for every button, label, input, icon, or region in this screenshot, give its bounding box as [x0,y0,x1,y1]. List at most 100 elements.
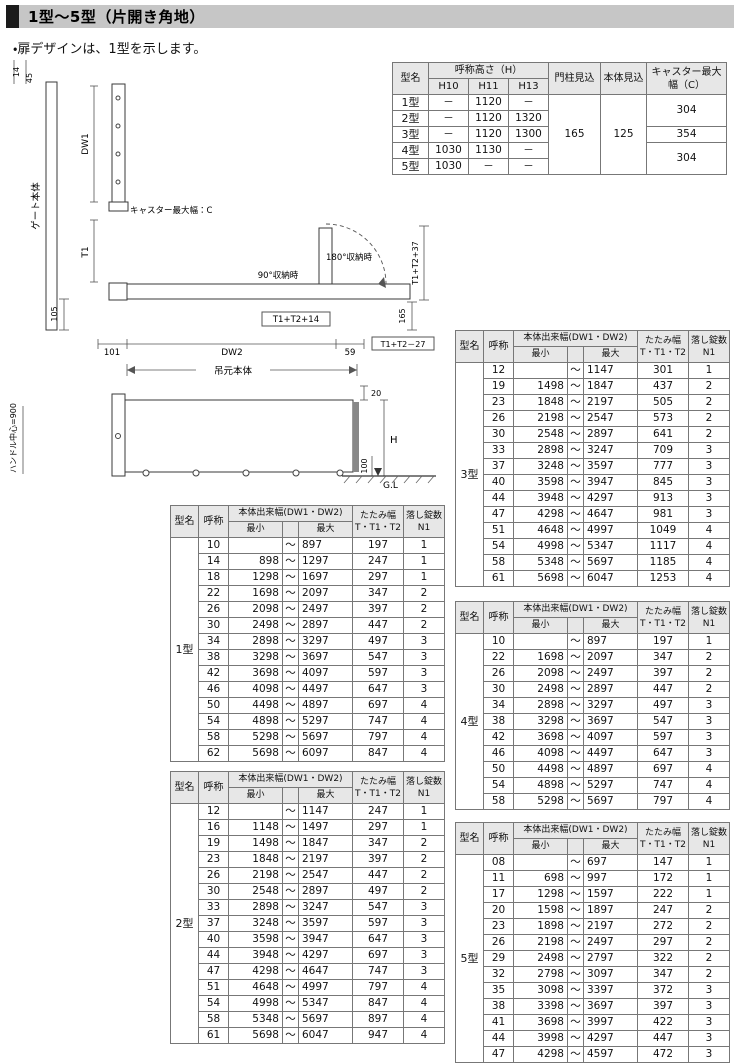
width-min-cell: 2548 [513,426,568,443]
col-name: 呼称 [483,330,514,363]
width-max-cell: 3097 [583,966,638,983]
width-max-cell: 5697 [583,554,638,571]
lock-count-cell: 2 [402,867,445,884]
range-separator: ～ [567,854,584,871]
size-code-cell: 30 [483,681,514,698]
size-code-cell: 18 [198,569,229,586]
lock-count-cell: 3 [687,982,730,999]
size-code-cell: 58 [198,1011,229,1028]
h11-cell: － [468,158,509,175]
lock-count-cell: 4 [402,995,445,1012]
width-min-cell: 1898 [513,918,568,935]
width-min-cell: 4298 [228,963,283,980]
caster-note-label: キャスター最大幅：C [130,205,213,216]
size-code-cell: 34 [483,697,514,714]
lock-count-cell: 3 [402,633,445,650]
size-code-cell: 30 [198,883,229,900]
range-separator: ～ [567,793,584,810]
size-table-type4: 型名 呼称 本体出来幅(DW1・DW2) たたみ幅 T・T1・T2 落し錠数 N… [455,601,730,810]
lock-count-cell: 3 [687,745,730,762]
lock-count-cell: 1 [402,819,445,836]
width-min-cell: 4648 [228,979,283,996]
size-code-cell: 54 [198,713,229,730]
caster-wheel [142,469,150,477]
lock-count-cell: 4 [402,729,445,746]
spec-col-h10: H10 [428,78,469,95]
size-code-cell: 41 [483,1014,514,1031]
size-code-cell: 37 [198,915,229,932]
size-code-cell: 40 [198,931,229,948]
width-max-cell: 2897 [298,617,353,634]
fold-width-cell: 197 [637,633,689,650]
size-code-cell: 58 [198,729,229,746]
model-name-cell: 4型 [455,633,484,810]
width-min-cell: 3098 [513,982,568,999]
size-table-type1: 型名 呼称 本体出来幅(DW1・DW2) たたみ幅 T・T1・T2 落し錠数 N… [170,505,445,762]
fold-width-cell: 777 [637,458,689,475]
fold-width-cell: 981 [637,506,689,523]
h10-cell: 1030 [428,158,469,175]
col-locks-line2: N1 [417,788,431,799]
col-name: 呼称 [198,771,229,804]
col-width: 本体出来幅(DW1・DW2) [228,771,353,788]
range-separator: ～ [282,995,299,1012]
lock-count-cell: 2 [402,883,445,900]
t1t2-37-label: T1+T2+37 [411,241,420,286]
width-min-cell: 2498 [228,617,283,634]
fold-width-cell: 547 [637,713,689,730]
size-code-cell: 10 [483,633,514,650]
lock-count-cell: 2 [687,426,730,443]
lock-count-cell: 1 [687,362,730,379]
width-min-cell: 2198 [513,934,568,951]
size-code-cell: 38 [483,998,514,1015]
size-code-cell: 26 [198,601,229,618]
col-locks: 落し錠数 N1 [687,822,730,855]
range-separator: ～ [567,394,584,411]
fold-width-cell: 447 [352,617,404,634]
range-separator: ～ [567,729,584,746]
size-table-head: 型名 呼称 本体出来幅(DW1・DW2) たたみ幅 T・T1・T2 落し錠数 N… [170,771,445,804]
width-max-cell: 1147 [583,362,638,379]
width-max-cell: 3697 [583,998,638,1015]
col-min: 最小 [513,617,568,634]
range-separator: ～ [567,886,584,903]
h10-cell: － [428,94,469,111]
range-separator: ～ [567,442,584,459]
range-separator: ～ [567,410,584,427]
width-min-cell [513,362,568,379]
width-min-cell: 1148 [228,819,283,836]
width-min-cell: 3298 [228,649,283,666]
col-width: 本体出来幅(DW1・DW2) [513,822,638,839]
width-min-cell: 2498 [513,950,568,967]
fold-width-cell: 647 [352,931,404,948]
width-max-cell: 5347 [298,995,353,1012]
fold-width-cell: 597 [352,915,404,932]
fold-width-cell: 297 [637,934,689,951]
width-min-cell: 2898 [228,633,283,650]
fold-width-cell: 437 [637,378,689,395]
size-code-cell: 23 [483,394,514,411]
width-min-cell: 2098 [228,601,283,618]
arc-arrowhead [378,277,386,288]
lock-count-cell: 4 [402,1011,445,1028]
size-code-cell: 26 [198,867,229,884]
width-min-cell: 3998 [513,1030,568,1047]
size-code-cell: 44 [483,1030,514,1047]
width-max-cell: 3697 [583,713,638,730]
width-min-cell: 1298 [228,569,283,586]
spec-col-caster: キャスター最大幅（C） [646,62,727,95]
range-separator: ～ [567,761,584,778]
h13-cell: － [508,158,549,175]
fold-width-cell: 913 [637,490,689,507]
range-separator: ～ [282,979,299,996]
size-code-cell: 47 [483,506,514,523]
